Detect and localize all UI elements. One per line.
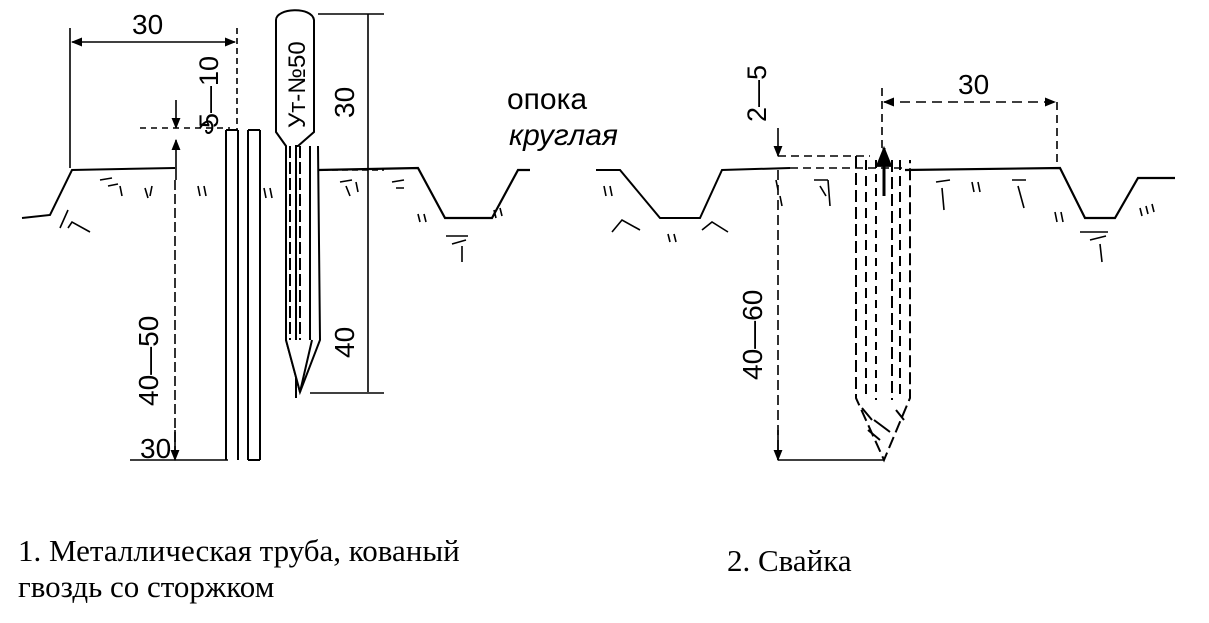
center-label-line1: опока <box>507 83 588 116</box>
dim-nail-head-label: 5—10 <box>194 56 224 128</box>
center-label-line2: круглая <box>509 119 618 152</box>
dim-nail-upper-label: 30 <box>329 87 360 118</box>
metal-pipe <box>225 129 261 461</box>
ground-profile-right-1 <box>596 167 791 219</box>
stake <box>855 145 911 463</box>
ground-profile-left <box>21 167 176 219</box>
figure-1-caption-line1: 1. Металлическая труба, кованый <box>18 533 460 568</box>
dim-height-left-label: 40—50 <box>133 316 164 406</box>
figure-2 <box>596 88 1175 463</box>
nail-marking-text: Ут-№50 <box>284 41 311 128</box>
ground-profile-right-2 <box>904 166 1175 220</box>
ground-profile-middle <box>317 166 530 220</box>
forged-nail <box>275 9 322 398</box>
ground-hatching-1 <box>59 177 503 262</box>
figure-2-caption: 2. Свайка <box>727 543 852 578</box>
dim-height-right-label: 40—60 <box>737 290 768 380</box>
dim-width-bottom-label: 30 <box>140 433 171 464</box>
dim-width-right-label: 30 <box>958 69 989 100</box>
figure-1 <box>21 9 530 462</box>
dim-top-label: 2—5 <box>742 65 772 122</box>
nail-head-curl <box>199 120 214 134</box>
dim-width-top-label: 30 <box>132 9 163 40</box>
figure-1-caption-line2: гвоздь со сторжком <box>18 569 275 604</box>
dim-nail-lower-label: 40 <box>329 327 360 358</box>
ground-hatching-2 <box>603 179 1155 263</box>
